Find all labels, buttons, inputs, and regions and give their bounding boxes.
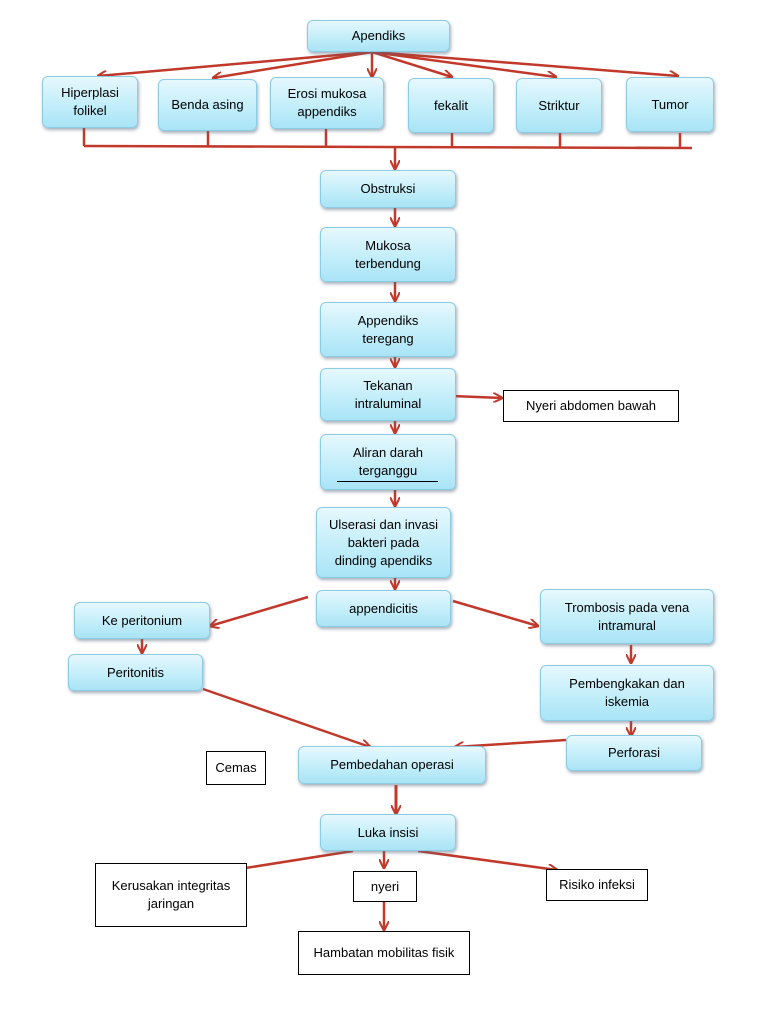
arrow-apendiks-benda-asing: [213, 50, 373, 78]
node-nyeri: nyeri: [353, 871, 417, 902]
node-luka-insisi: Luka insisi: [320, 814, 456, 851]
node-cemas: Cemas: [206, 751, 266, 785]
node-pembengkakan: Pembengkakan dan iskemia: [540, 665, 714, 721]
arrow-apendiks-fekalit: [371, 50, 452, 77]
arrow-apendiks-hiperplasi: [98, 50, 373, 76]
arrow-apendiks-tumor: [371, 50, 678, 76]
node-tekanan-intraluminal: Tekanan intraluminal: [320, 368, 456, 421]
node-pembedahan-operasi: Pembedahan operasi: [298, 746, 486, 784]
node-apendiks: Apendiks: [307, 20, 450, 52]
node-ulserasi: Ulserasi dan invasi bakteri pada dinding…: [316, 507, 451, 578]
node-obstruksi: Obstruksi: [320, 170, 456, 208]
arrow-luka-kerusakan: [233, 849, 354, 870]
node-tumor: Tumor: [626, 77, 714, 132]
arrow-appendicitis-ke-peritonium: [210, 595, 309, 626]
node-benda-asing: Benda asing: [158, 79, 257, 131]
bracket-bar: [83, 144, 693, 150]
node-kerusakan-integritas: Kerusakan integritas jaringan: [95, 863, 247, 927]
node-striktur: Striktur: [516, 78, 602, 133]
node-aliran-underline: [337, 481, 438, 482]
node-perforasi: Perforasi: [566, 735, 702, 771]
arrow-luka-risiko: [417, 849, 557, 870]
arrow-peritonitis-pembedahan: [202, 687, 370, 747]
arrow-apendiks-striktur: [371, 50, 556, 77]
node-nyeri-abdomen-bawah: Nyeri abdomen bawah: [503, 390, 679, 422]
node-hambatan-mobilitas: Hambatan mobilitas fisik: [298, 931, 470, 975]
node-hiperplasi-folikel: Hiperplasi folikel: [42, 76, 138, 128]
node-aliran-darah-terganggu: Aliran darah terganggu: [320, 434, 456, 490]
node-fekalit: fekalit: [408, 78, 494, 133]
node-trombosis: Trombosis pada vena intramural: [540, 589, 714, 644]
arrow-appendicitis-trombosis: [452, 599, 538, 626]
arrow-perforasi-pembedahan: [455, 738, 567, 747]
node-erosi-mukosa: Erosi mukosa appendiks: [270, 77, 384, 129]
node-appendicitis: appendicitis: [316, 590, 451, 627]
node-appendiks-teregang: Appendiks teregang: [320, 302, 456, 357]
node-risiko-infeksi: Risiko infeksi: [546, 869, 648, 901]
node-peritonitis: Peritonitis: [68, 654, 203, 691]
node-ke-peritonium: Ke peritonium: [74, 602, 210, 639]
node-mukosa-terbendung: Mukosa terbendung: [320, 227, 456, 282]
arrow-tekanan-nyeri-abdomen: [451, 396, 502, 398]
